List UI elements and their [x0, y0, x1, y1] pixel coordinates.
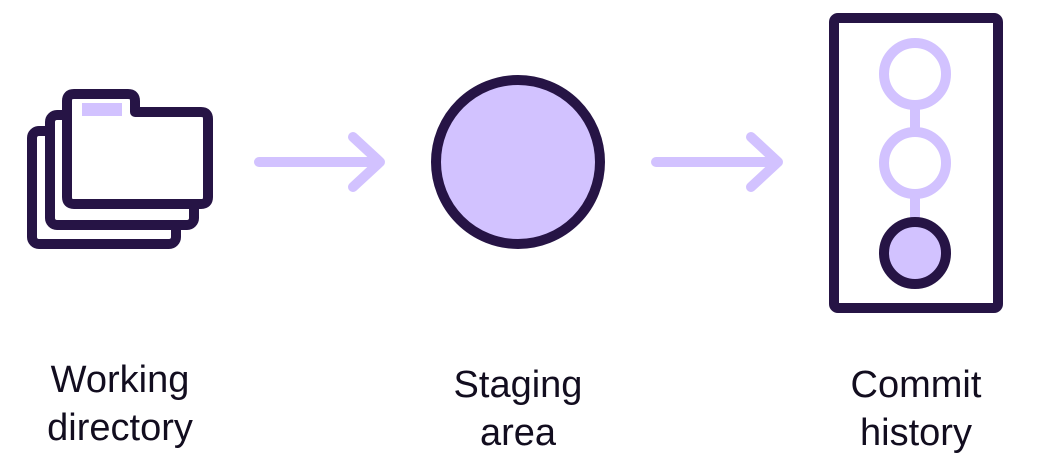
commit-node — [879, 127, 951, 199]
stage-label-staging-area: Staging area — [418, 361, 618, 457]
stage-label-line: history — [860, 412, 972, 454]
stage-label-line: Commit — [850, 364, 982, 406]
folder-stack-icon — [27, 89, 213, 249]
stage-label-line: Working — [50, 359, 190, 401]
stage-label-line: area — [479, 412, 557, 454]
commit-node — [879, 38, 951, 110]
stage-label-commit-history: Commit history — [816, 361, 1016, 457]
stage-label-line: directory — [47, 407, 193, 449]
commit-node-current — [879, 217, 951, 289]
arrow-right-icon — [651, 132, 783, 192]
arrow-right-icon — [254, 132, 385, 192]
folder-front — [62, 89, 213, 209]
stage-label-working-directory: Working directory — [20, 356, 220, 452]
commit-history-icon — [829, 13, 1003, 313]
staging-circle-icon — [431, 75, 605, 249]
stage-label-line: Staging — [453, 364, 583, 406]
folder-tab-highlight — [82, 103, 122, 116]
